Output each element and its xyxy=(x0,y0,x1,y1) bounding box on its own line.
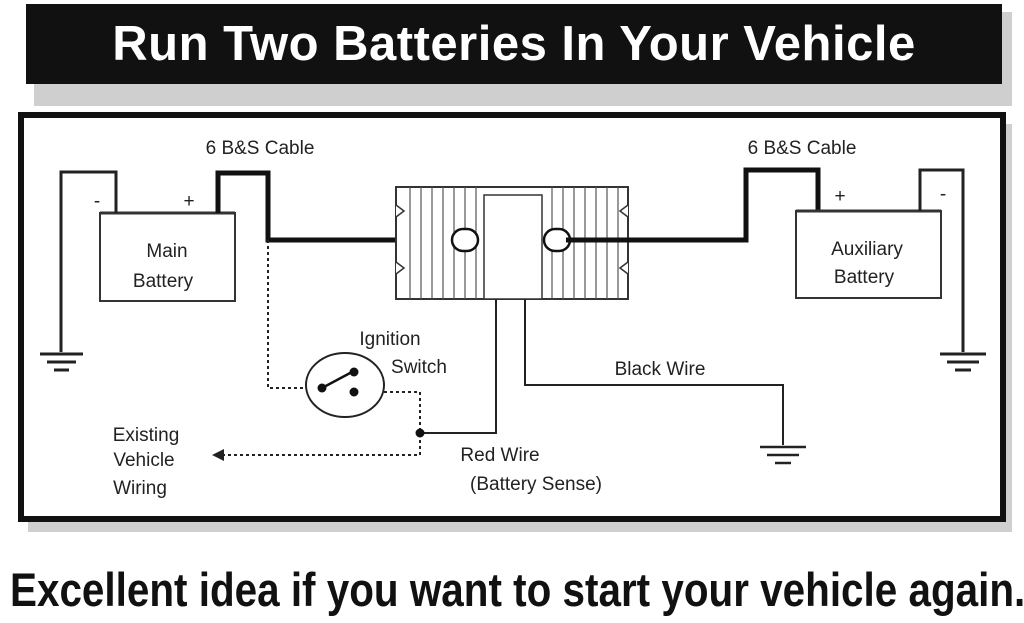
tagline: Excellent idea if you want to start your… xyxy=(10,563,1024,616)
main-cable xyxy=(215,170,456,243)
aux-battery-label-1: Auxiliary xyxy=(831,239,903,260)
aux-battery-label-2: Battery xyxy=(834,267,895,288)
ground-icon-right xyxy=(940,352,986,372)
main-battery-label-2: Battery xyxy=(133,271,194,292)
main-negative-ground-wire xyxy=(59,170,118,352)
diagram-panel xyxy=(18,112,1006,522)
arrow-head-icon xyxy=(212,449,224,461)
junction-dot xyxy=(415,428,425,438)
auxiliary-battery: Auxiliary Battery xyxy=(795,209,942,299)
cable-label-right: 6 B&S Cable xyxy=(748,138,857,159)
existing-wiring-label-2: Vehicle xyxy=(113,450,174,471)
aux-negative-ground-wire xyxy=(918,168,965,352)
main-positive-symbol: + xyxy=(183,191,194,212)
red-wire-label-2: (Battery Sense) xyxy=(470,474,602,495)
aux-battery-terminals: + - xyxy=(834,184,946,207)
red-wire xyxy=(420,299,497,434)
ignition-switch xyxy=(305,352,385,418)
ground-icon-left xyxy=(40,352,83,372)
aux-negative-symbol: - xyxy=(940,184,946,205)
auxiliary-cable xyxy=(566,167,821,243)
ground-icon-center xyxy=(760,445,806,465)
main-battery: Main Battery xyxy=(99,211,236,302)
ignition-label-1: Ignition xyxy=(359,329,420,350)
page-title: Run Two Batteries In Your Vehicle xyxy=(112,17,916,71)
main-battery-terminals: - + xyxy=(94,191,195,212)
existing-wiring-label-3: Wiring xyxy=(113,478,167,499)
aux-positive-symbol: + xyxy=(834,186,845,207)
main-battery-label-1: Main xyxy=(146,241,187,262)
black-wire-label: Black Wire xyxy=(615,359,706,380)
existing-wiring-label-1: Existing xyxy=(113,425,180,446)
cable-label-left: 6 B&S Cable xyxy=(206,138,315,159)
red-wire-label-1: Red Wire xyxy=(460,445,539,466)
title-banner: Run Two Batteries In Your Vehicle xyxy=(26,4,1002,84)
battery-isolator xyxy=(395,186,629,300)
ignition-output-wire xyxy=(222,391,421,456)
main-negative-symbol: - xyxy=(94,191,100,212)
ignition-feed-wire xyxy=(267,240,322,389)
isolator-terminal-left xyxy=(450,227,480,253)
black-wire xyxy=(524,299,784,445)
ignition-label-2: Switch xyxy=(391,357,447,378)
